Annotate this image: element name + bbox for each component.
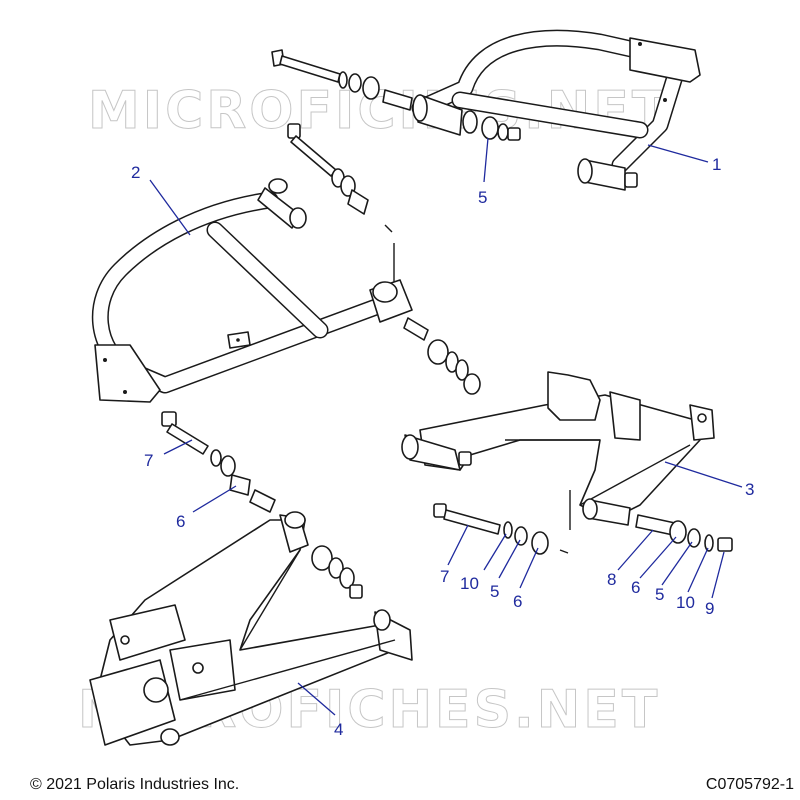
leader-1 [647,144,709,163]
leader-7b [447,524,469,566]
callout-7b: 7 [440,567,449,586]
callout-4: 4 [334,720,343,739]
callout-5b: 5 [490,582,499,601]
leader-5c [661,541,693,586]
leader-6c [639,536,677,579]
callout-6c: 6 [631,578,640,597]
leader-6b [519,547,539,589]
leader-7a [163,439,193,455]
hardware-part-2-lower [403,317,481,395]
callout-1: 1 [712,155,721,174]
hardware-part-1 [271,49,521,141]
leader-10a [483,533,507,571]
callout-7a: 7 [144,451,153,470]
upper-right-a-arm [411,29,701,191]
leader-9 [711,551,725,599]
callout-10a: 10 [460,574,479,593]
callout-8: 8 [607,570,616,589]
leader-5b [498,539,521,579]
lower-left-a-arm [89,511,413,746]
leader-4 [297,682,336,716]
callout-6b: 6 [513,592,522,611]
callout-9: 9 [705,599,714,618]
copyright-text: © 2021 Polaris Industries Inc. [30,776,240,793]
callout-2: 2 [131,163,140,182]
lower-right-a-arm [401,371,715,554]
callout-6a: 6 [176,512,185,531]
leader-8 [617,529,654,571]
leader-2 [149,179,191,236]
callout-5c: 5 [655,585,664,604]
hardware-part-4 [161,411,363,599]
callout-10b: 10 [676,593,695,612]
hardware-part-2 [287,123,395,300]
upper-left-a-arm [91,178,413,403]
leader-3 [664,461,743,488]
leader-6a [192,485,237,513]
leader-5a [483,137,489,183]
callout-3: 3 [745,480,754,499]
callout-5a: 5 [478,188,487,207]
leader-10b [687,547,709,593]
drawing-id: C0705792-1 [705,776,794,793]
